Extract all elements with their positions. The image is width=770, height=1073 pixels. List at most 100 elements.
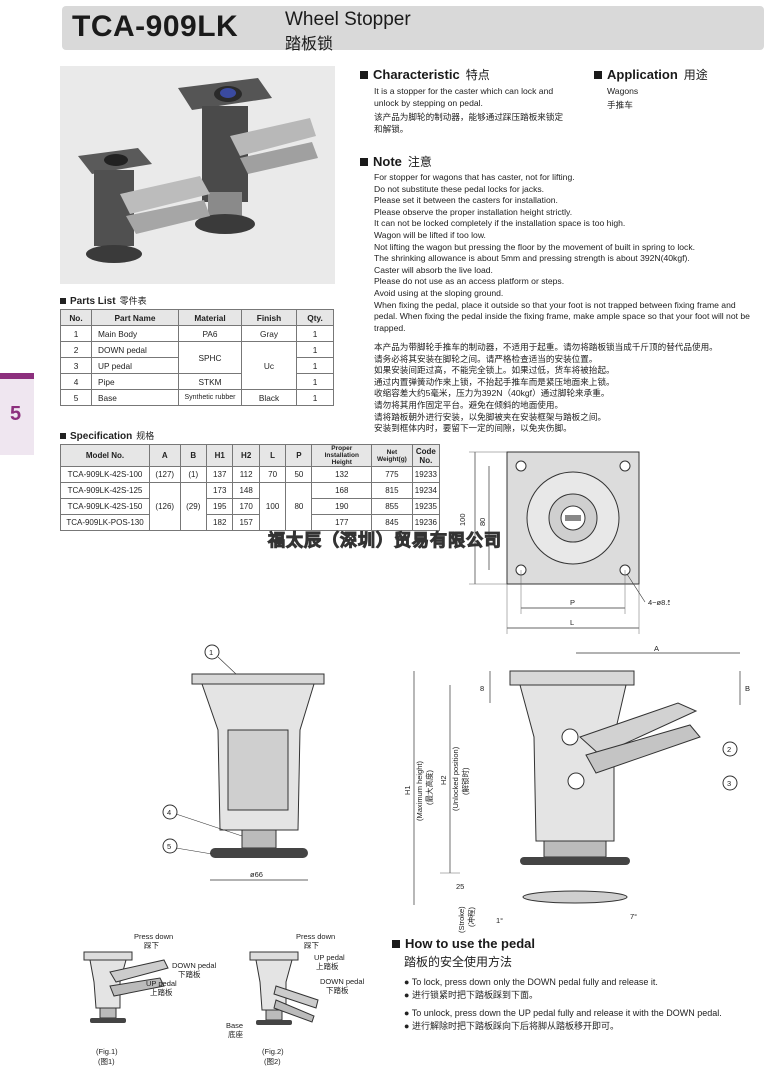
note-line: The shrinking allowance is about 5mm and… <box>374 253 690 264</box>
table-header-row: No. Part Name Material Finish Qty. <box>60 309 334 326</box>
note-line-cn: 请务必将其安装在脚轮之间。请严格检查适当的安装位置。 <box>374 353 598 364</box>
dim-l: L <box>570 618 574 627</box>
how-to-item: ● To unlock, press down the UP pedal ful… <box>404 1008 722 1018</box>
product-title: Wheel Stopper <box>285 9 411 30</box>
note-line-cn: 请将踏板朝外进行安装，以免脚被夹在安装框架与踏板之间。 <box>374 411 607 422</box>
dim-p: P <box>570 598 575 607</box>
svg-text:DOWN pedal: DOWN pedal <box>172 961 217 970</box>
model-number: TCA-909LK <box>72 10 239 43</box>
side-view-drawing: A B 8 H1 (Maximum height) (最大高度) H2 (Unl… <box>403 645 750 933</box>
note-line: Please observe the proper installation h… <box>374 206 573 217</box>
svg-text:UP pedal: UP pedal <box>146 979 177 988</box>
callout-2: 2 <box>727 745 731 754</box>
svg-text:Press down: Press down <box>134 932 173 941</box>
svg-text:(Fig.1): (Fig.1) <box>96 1047 118 1056</box>
application-text-cn: 手推车 <box>607 100 633 110</box>
characteristic-text-cn: 该产品为脚轮的制动器，能够通过踩压踏板来锁定和解锁。 <box>374 112 564 134</box>
svg-text:(图1): (图1) <box>98 1057 115 1066</box>
dim-b: B <box>745 684 750 693</box>
fig2-drawing: Press down 踩下 UP pedal 上踏板 DOWN pedal 下踏… <box>226 932 365 1066</box>
table-row: TCA-909LK-POS-130 182 157 177 845 19236 <box>60 514 441 531</box>
fig1-drawing: Press down 踩下 DOWN pedal 下踏板 UP pedal 上踏… <box>83 932 217 1066</box>
dim-h2-note: (Unlocked position) <box>451 746 460 811</box>
product-title-cn: 踏板锁 <box>285 36 334 53</box>
table-header-row: Model No. A B H1 H2 L P Proper Installat… <box>60 444 441 467</box>
dim-d66: ø66 <box>250 870 263 879</box>
note-line: Please do not use as an access platform … <box>374 276 565 287</box>
how-to-heading: How to use the pedal <box>392 936 535 951</box>
note-line: Please set it between the casters for in… <box>374 195 558 206</box>
svg-text:Press down: Press down <box>296 932 335 941</box>
svg-text:上踏板: 上踏板 <box>150 987 173 997</box>
svg-text:DOWN pedal: DOWN pedal <box>320 977 365 986</box>
header-bar <box>62 6 764 50</box>
svg-text:Base: Base <box>226 1021 243 1030</box>
note-line: Avoid using at the sloping ground. <box>374 287 504 298</box>
table-row: 3 UP pedal 1 <box>60 357 334 374</box>
dim-8: 8 <box>480 684 484 693</box>
chapter-tab: 5 <box>0 373 34 455</box>
how-to-list: ● To lock, press down only the DOWN peda… <box>404 976 764 1032</box>
note-line: When fixing the pedal, place it outside … <box>374 299 750 333</box>
svg-text:(图2): (图2) <box>264 1057 281 1066</box>
col-header: Finish <box>241 309 297 326</box>
angle-7: 7° <box>630 912 637 921</box>
characteristic-text: It is a stopper for the caster which can… <box>374 86 554 108</box>
stroke-label: (Stroke) <box>457 906 466 933</box>
svg-text:(Fig.2): (Fig.2) <box>262 1047 284 1056</box>
col-header: Part Name <box>91 309 179 326</box>
callout-4: 4 <box>167 808 171 817</box>
table-row: TCA-909LK-42S-100 (127) (1) 137 112 70 5… <box>60 466 441 483</box>
note-line-cn: 收缩容差大约5毫米，压力为392N（40kgf）通过脚轮来承重。 <box>374 388 610 399</box>
front-view-drawing: 1 4 5 ø66 <box>162 644 325 881</box>
svg-text:下踏板: 下踏板 <box>326 985 349 995</box>
svg-text:上踏板: 上踏板 <box>316 961 339 971</box>
note-line-cn: 本产品为带脚轮手推车的制动器，不适用于起重。请勿将踏板锁当成千斤顶的替代品使用。 <box>374 342 718 352</box>
note-line: Caster will absorb the live load. <box>374 264 493 275</box>
col-header: Qty. <box>296 309 334 326</box>
how-to-item: ● To lock, press down only the DOWN peda… <box>404 977 658 987</box>
note-line: Not lifting the wagon but pressing the f… <box>374 241 696 252</box>
callout-3: 3 <box>727 779 731 788</box>
dim-h1-cn: (最大高度) <box>424 770 434 805</box>
note-line-cn: 通过内置弹簧动作来上锁，不抬起手推车而是紧压地面来上锁。 <box>374 376 615 387</box>
callout-1: 1 <box>209 648 213 657</box>
how-to-heading-cn: 踏板的安全使用方法 <box>404 955 513 969</box>
note-text: For stopper for wagons that has caster, … <box>374 172 754 334</box>
dim-25: 25 <box>456 882 464 891</box>
top-view-drawing: 100 80 P L 4−ø8.5 <box>458 451 670 634</box>
spec-table: Model No. A B H1 H2 L P Proper Installat… <box>60 444 441 531</box>
dim-a: A <box>654 645 659 653</box>
dim-h2-cn: (解锁时) <box>460 767 470 795</box>
application-text: Wagons <box>607 86 639 96</box>
table-row: 2 DOWN pedal SPHC Uc 1 <box>60 341 334 390</box>
svg-text:下踏板: 下踏板 <box>178 969 201 979</box>
dim-h1-note: (Maximum height) <box>415 760 424 821</box>
table-row: 4 Pipe STKM 1 <box>60 373 334 390</box>
angle-1: 1° <box>496 916 503 925</box>
svg-text:底座: 底座 <box>228 1029 243 1039</box>
note-line: It can not be locked completely if the i… <box>374 218 626 229</box>
note-line: Wagon will be lifted if too low. <box>374 229 486 240</box>
note-line-cn: 请勿将其用作固定平台。避免在倾斜的地面使用。 <box>374 399 564 410</box>
note-text-cn: 本产品为带脚轮手推车的制动器，不适用于起重。请勿将踏板锁当成千斤顶的替代品使用。… <box>374 342 764 435</box>
dim-h2: H2 <box>439 775 448 785</box>
chapter-number: 5 <box>10 403 22 425</box>
table-row: 1 Main Body PA6 Gray 1 <box>60 325 334 342</box>
stroke-label-cn: (冲程) <box>466 907 476 927</box>
table-row: TCA-909LK-42S-125 (126) (29) 173 148 100… <box>60 482 441 531</box>
dim-100: 100 <box>458 513 467 526</box>
svg-text:踩下: 踩下 <box>304 940 319 950</box>
note-line-cn: 安装到框体内时，要留下一定的间隙，以免夹伤脚。 <box>374 423 572 434</box>
note-line: Do not substitute these pedal locks for … <box>374 183 545 194</box>
how-to-item-cn: ● 进行锁紧时把下踏板踩到下面。 <box>404 989 538 1000</box>
table-row: 5 Base Synthetic rubber Black 1 <box>60 389 334 406</box>
dim-holes: 4−ø8.5 <box>648 598 670 607</box>
how-to-item-cn: ● 进行解除时把下踏板踩向下后将脚从踏板移开即可。 <box>404 1020 619 1031</box>
svg-text:踩下: 踩下 <box>144 940 159 950</box>
note-line: For stopper for wagons that has caster, … <box>374 172 575 182</box>
